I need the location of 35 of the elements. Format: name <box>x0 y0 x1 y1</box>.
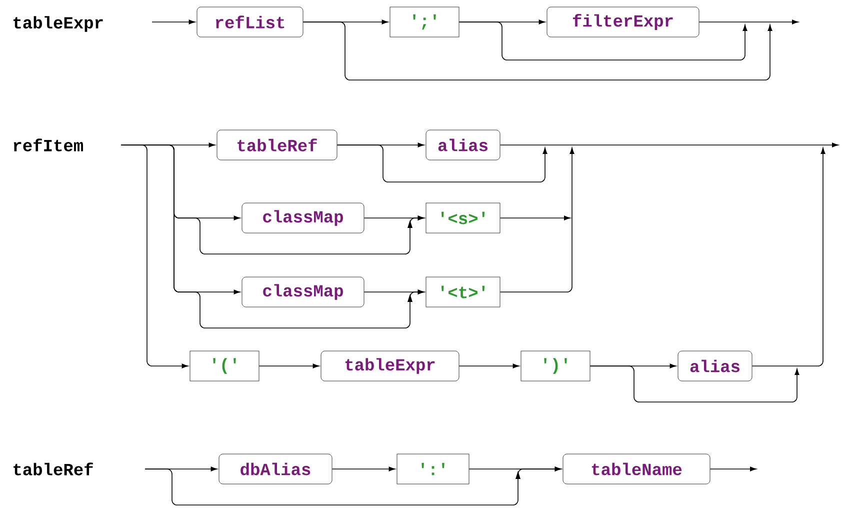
arrow <box>458 22 748 60</box>
nonterminal-box: classMap <box>242 276 364 308</box>
nonterminal-box: filterExpr <box>546 6 700 38</box>
arrow <box>120 144 188 368</box>
terminal-box: ':' <box>396 454 470 484</box>
arrow <box>302 22 772 80</box>
terminal-box: '(' <box>190 350 260 382</box>
arrow <box>152 20 196 24</box>
rule-name: refItem <box>14 138 83 152</box>
rule-name: tableRef <box>14 462 93 476</box>
nonterminal-box: dbAlias <box>218 454 332 484</box>
arrow <box>332 466 396 472</box>
terminal-box: ')' <box>520 350 590 382</box>
arrow <box>144 466 562 506</box>
arrow <box>336 144 548 182</box>
arrow <box>500 216 570 220</box>
nonterminal-box: tableExpr <box>320 350 460 382</box>
terminal-box: ';' <box>390 6 460 38</box>
nonterminal-box: refList <box>196 6 304 38</box>
nonterminal-box: classMap <box>242 202 364 234</box>
nonterminal-box: alias <box>426 130 500 160</box>
arrow <box>752 148 826 366</box>
arrow <box>258 364 320 368</box>
arrow <box>698 20 798 24</box>
terminal-box: '<s>' <box>426 202 500 234</box>
arrow <box>458 364 520 368</box>
terminal-box: '<t>' <box>426 276 500 308</box>
nonterminal-box: tableName <box>562 454 710 484</box>
arrow <box>500 148 574 292</box>
arrow <box>710 466 756 472</box>
rule-name: tableExpr <box>14 16 103 32</box>
arrow <box>590 366 800 402</box>
nonterminal-box: tableRef <box>216 130 338 160</box>
nonterminal-box: alias <box>678 350 752 382</box>
arrow <box>500 142 838 148</box>
